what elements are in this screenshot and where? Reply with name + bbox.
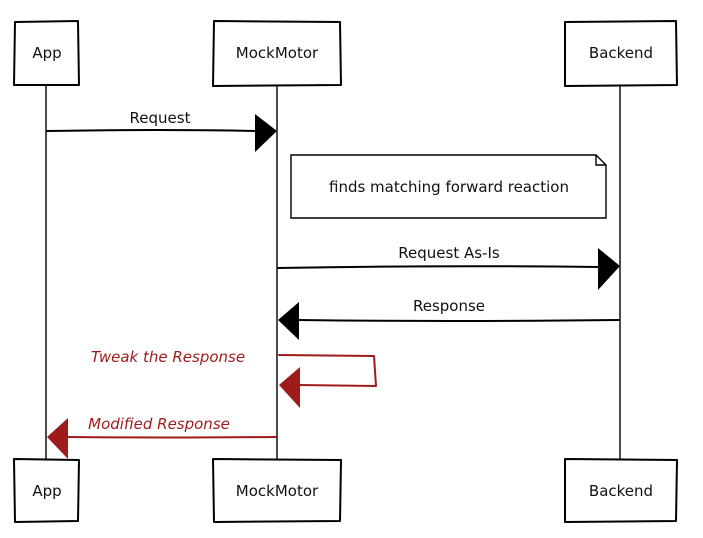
arrowhead-icon (279, 367, 300, 408)
participant-backend-label: Backend (589, 482, 653, 500)
message-response-label: Response (413, 297, 485, 315)
arrowhead-icon (47, 418, 68, 459)
arrowhead-icon (278, 302, 299, 340)
participant-backend-top: Backend (564, 20, 678, 87)
participant-mockmotor-label: MockMotor (236, 482, 319, 500)
message-modified-response: Modified Response (47, 415, 277, 459)
message-tweak-label: Tweak the Response (91, 348, 245, 366)
message-request-label: Request (130, 109, 191, 127)
participant-mockmotor-label: MockMotor (236, 44, 319, 62)
arrowhead-icon (255, 114, 277, 152)
note-box: finds matching forward reaction (290, 154, 607, 219)
message-request-as-is-label: Request As-Is (398, 244, 500, 262)
arrowhead-icon (598, 248, 620, 290)
participant-app-bottom: App (13, 458, 80, 523)
participant-app-label: App (32, 482, 61, 500)
note-text: finds matching forward reaction (329, 178, 569, 196)
participant-app-label: App (32, 44, 61, 62)
message-response: Response (278, 297, 620, 340)
message-tweak: Tweak the Response (91, 348, 377, 408)
participant-app-top: App (13, 20, 80, 86)
message-request-as-is: Request As-Is (277, 244, 620, 290)
message-modified-response-label: Modified Response (88, 415, 230, 433)
participant-backend-bottom: Backend (564, 458, 678, 523)
participant-mockmotor-top: MockMotor (212, 20, 342, 87)
participant-mockmotor-bottom: MockMotor (212, 458, 342, 523)
message-request: Request (46, 109, 277, 152)
participant-backend-label: Backend (589, 44, 653, 62)
